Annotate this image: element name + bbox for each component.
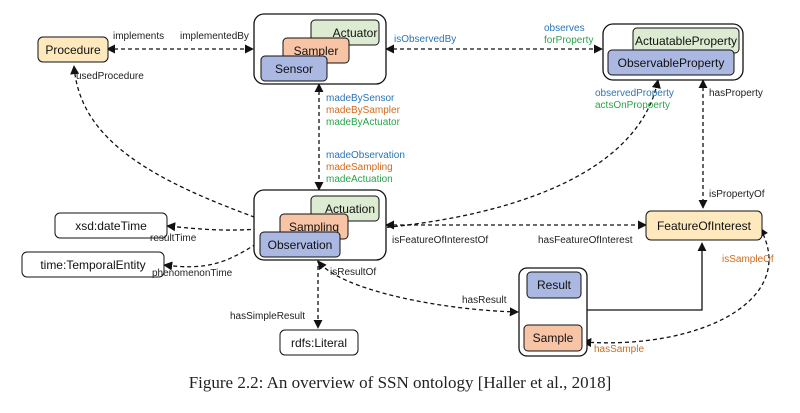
label-has-property: hasProperty	[709, 88, 763, 99]
label-made-actuation: madeActuation	[326, 174, 393, 185]
label-result-time: resultTime	[150, 233, 197, 244]
label-made-observation: madeObservation	[326, 150, 405, 161]
svg-text:Sampler: Sampler	[294, 44, 339, 58]
label-made-sampling: madeSampling	[326, 162, 393, 173]
label-made-by-sensor: madeBySensor	[326, 93, 395, 104]
edge-sample-of	[582, 227, 770, 348]
svg-text:rdfs:Literal: rdfs:Literal	[291, 336, 347, 350]
ssn-ontology-diagram: Procedure Actuator Sampler Sensor Actuat…	[21, 13, 774, 357]
edge-observed-property	[379, 79, 661, 229]
svg-text:xsd:dateTime: xsd:dateTime	[75, 219, 147, 233]
svg-text:Actuation: Actuation	[325, 202, 375, 216]
svg-text:Observation: Observation	[268, 238, 333, 252]
label-is-property-of: isPropertyOf	[709, 189, 765, 200]
date-time-node: xsd:dateTime	[54, 212, 168, 239]
svg-text:ActuatableProperty: ActuatableProperty	[635, 34, 737, 48]
label-has-feature-of-interest: hasFeatureOfInterest	[538, 235, 633, 246]
label-has-simple-result: hasSimpleResult	[230, 311, 305, 322]
label-observed-property: observedProperty	[595, 88, 674, 99]
label-acts-on-property: actsOnPropoerty	[595, 100, 670, 111]
label-is-observed-by: isObservedBy	[394, 34, 456, 45]
feature-of-interest-node: FeatureOfInterest	[645, 210, 763, 241]
literal-node: rdfs:Literal	[279, 329, 359, 356]
label-has-result: hasResult	[462, 295, 507, 306]
label-implemented-by: implementedBy	[180, 31, 249, 42]
result-node: Result	[526, 271, 582, 299]
svg-text:Sampling: Sampling	[289, 220, 339, 234]
svg-text:Result: Result	[537, 278, 572, 292]
label-for-property: forProperty	[544, 35, 593, 46]
observable-property-node: ObservableProperty	[607, 49, 735, 76]
svg-text:Sensor: Sensor	[275, 62, 313, 76]
label-observes: observes	[544, 23, 585, 34]
edge-result-time	[166, 222, 259, 232]
edge-sample-feature	[587, 242, 707, 311]
svg-text:ObservableProperty: ObservableProperty	[618, 56, 725, 70]
temporal-entity-node: time:TemporalEntity	[21, 251, 165, 278]
label-is-result-of: isResultOf	[330, 267, 376, 278]
sample-node: Sample	[523, 324, 583, 352]
observation-node: Observation	[259, 231, 341, 258]
label-implements: implements	[113, 31, 164, 42]
edge-phenomenon-time	[163, 239, 263, 271]
label-is-feature-of-interest-of: isFeatureOfInterestOf	[392, 235, 488, 246]
svg-text:Sample: Sample	[533, 331, 574, 345]
label-phenomenon-time: phenomenonTime	[152, 268, 233, 279]
svg-text:Procedure: Procedure	[45, 43, 101, 57]
svg-text:time:TemporalEntity: time:TemporalEntity	[40, 258, 145, 272]
label-is-sample-of: isSampleOf	[722, 254, 774, 265]
label-made-by-sampler: madeBySampler	[326, 105, 401, 116]
sensor-node: Sensor	[260, 55, 328, 82]
label-made-by-actuator: madeByActuator	[326, 117, 401, 128]
procedure-node: Procedure	[37, 36, 109, 63]
figure-caption: Figure 2.2: An overview of SSN ontology …	[188, 373, 612, 392]
label-has-sample: hasSample	[594, 344, 644, 355]
label-used-procedure: usedProcedure	[76, 71, 144, 82]
edges	[70, 44, 770, 348]
edge-result-observation	[317, 260, 519, 317]
actuatable-property-node: ActuatableProperty	[632, 27, 740, 54]
edge-used-procedure	[70, 65, 269, 223]
svg-text:Actuator: Actuator	[333, 26, 378, 40]
edge-labels: implements implementedBy usedProcedure i…	[76, 23, 774, 355]
svg-text:FeatureOfInterest: FeatureOfInterest	[657, 219, 752, 233]
